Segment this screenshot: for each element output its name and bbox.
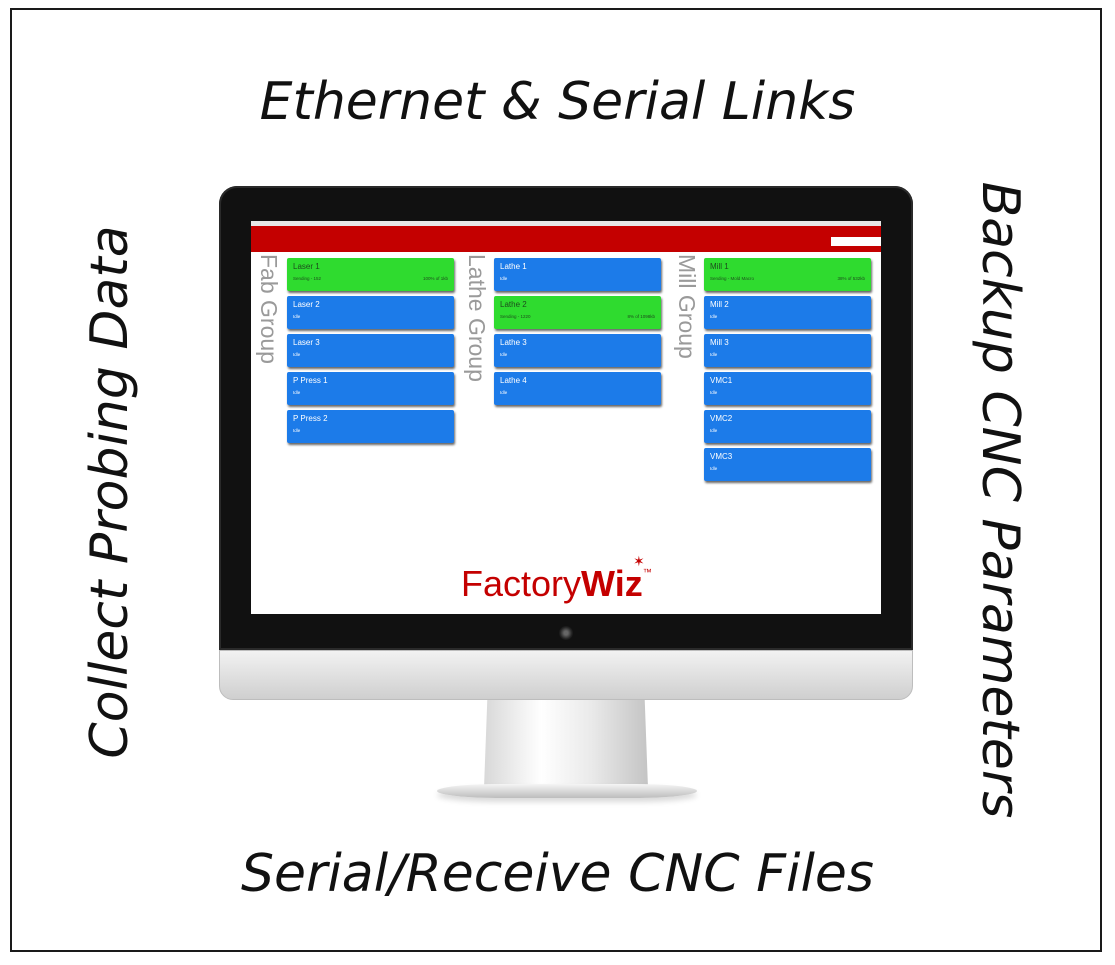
machine-status-row: Idle [500, 275, 655, 283]
app-screen: Fab Group Laser 1 Sending - 152 100% of 1kb… [251, 221, 881, 614]
machine-status: Sending - 1220 [500, 314, 531, 319]
machine-status-row: Idle [293, 427, 448, 435]
machine-name: Lathe 1 [500, 262, 527, 271]
machine-status-row: Idle [710, 427, 865, 435]
monitor-stand-neck [484, 700, 648, 788]
machine-progress: 8% of 1098kb [627, 314, 655, 319]
machine-name: Laser 3 [293, 338, 320, 347]
machine-name: Laser 1 [293, 262, 320, 271]
machine-status-row: Sending - 1220 8% of 1098kb [500, 313, 655, 321]
machine-status: Idle [293, 390, 301, 395]
machine-name: Mill 2 [710, 300, 729, 309]
machine-name: P Press 1 [293, 376, 328, 385]
machine-status: Idle [710, 466, 718, 471]
machine-progress: 100% of 1kb [422, 276, 448, 281]
machine-progress: 38% of 532kb [837, 276, 865, 281]
machine-status-row: Idle [293, 313, 448, 321]
machine-name: Mill 3 [710, 338, 729, 347]
monitor-stand-foot [437, 784, 697, 798]
logo-text-wiz: Wiz [581, 563, 643, 604]
machine-status: Sending - Mold Macro [710, 276, 755, 281]
machine-name: Lathe 3 [500, 338, 527, 347]
monitor-chin [219, 650, 913, 700]
machine-tile[interactable]: Lathe 1 Idle [494, 258, 661, 291]
machine-status: Idle [710, 352, 718, 357]
machine-tile[interactable]: P Press 1 Idle [287, 372, 454, 405]
machine-status: Sending - 152 [293, 276, 322, 281]
logo-trademark: ™ [642, 567, 652, 577]
machine-name: Lathe 4 [500, 376, 527, 385]
machine-status: Idle [500, 390, 508, 395]
machine-status: Idle [500, 352, 508, 357]
machine-status: Idle [500, 276, 508, 281]
machine-status-row: Sending - Mold Macro 38% of 532kb [710, 275, 865, 283]
group-label-1: Fab Group [256, 254, 282, 364]
machine-status: Idle [710, 314, 718, 319]
machine-name: Lathe 2 [500, 300, 527, 309]
machine-name: VMC3 [710, 452, 733, 461]
machine-status-row: Idle [710, 313, 865, 321]
app-header-bar [251, 226, 881, 252]
caption-left: Collect Probing Data [80, 225, 140, 759]
machine-status-row: Idle [500, 351, 655, 359]
factorywiz-logo: FactoryWiz™ ✶ [461, 554, 652, 604]
machine-status: Idle [293, 352, 301, 357]
machine-tile[interactable]: Laser 2 Idle [287, 296, 454, 329]
machine-status: Idle [293, 314, 301, 319]
machine-status-row: Idle [710, 389, 865, 397]
sparkle-icon: ✶ [633, 553, 645, 569]
machine-status: Idle [293, 428, 301, 433]
machine-name: VMC2 [710, 414, 733, 423]
machine-status-row: Idle [293, 351, 448, 359]
group-label-2: Lathe Group [464, 254, 490, 382]
machine-status-row: Sending - 152 100% of 1kb [293, 275, 448, 283]
machine-tile[interactable]: Laser 1 Sending - 152 100% of 1kb [287, 258, 454, 291]
machine-tile[interactable]: Lathe 2 Sending - 1220 8% of 1098kb [494, 296, 661, 329]
machine-tile[interactable]: Lathe 4 Idle [494, 372, 661, 405]
machine-tile[interactable]: Lathe 3 Idle [494, 334, 661, 367]
machine-name: Laser 2 [293, 300, 320, 309]
machine-name: Mill 1 [710, 262, 729, 271]
caption-top: Ethernet & Serial Links [259, 72, 856, 132]
logo-text-factory: Factory [461, 563, 582, 604]
machine-name: P Press 2 [293, 414, 328, 423]
group-label-3: Mill Group [674, 254, 700, 359]
caption-right: Backup CNC Parameters [970, 181, 1030, 819]
caption-bottom: Serial/Receive CNC Files [240, 844, 875, 904]
machine-tile[interactable]: Laser 3 Idle [287, 334, 454, 367]
machine-name: VMC1 [710, 376, 733, 385]
machine-tile[interactable]: Mill 1 Sending - Mold Macro 38% of 532kb [704, 258, 871, 291]
header-menu-box[interactable] [831, 237, 881, 246]
machine-status-row: Idle [710, 465, 865, 473]
webcam-icon [559, 626, 573, 640]
machine-status-row: Idle [293, 389, 448, 397]
machine-tile[interactable]: Mill 3 Idle [704, 334, 871, 367]
machine-status: Idle [710, 428, 718, 433]
machine-status: Idle [710, 390, 718, 395]
machine-status-row: Idle [710, 351, 865, 359]
machine-tile[interactable]: P Press 2 Idle [287, 410, 454, 443]
machine-tile[interactable]: Mill 2 Idle [704, 296, 871, 329]
machine-status-row: Idle [500, 389, 655, 397]
top-strip [251, 221, 881, 226]
